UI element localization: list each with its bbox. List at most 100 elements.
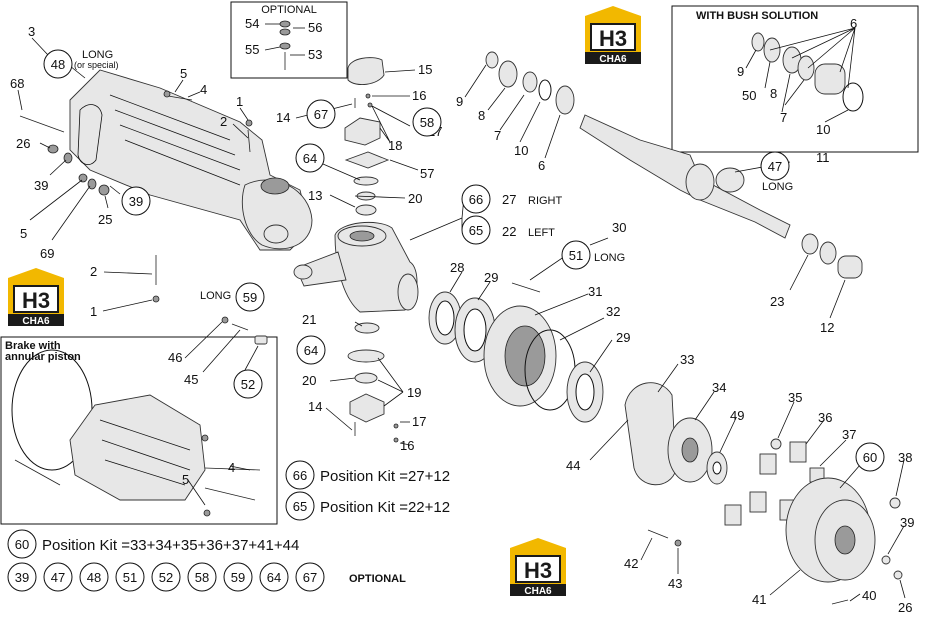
fitting-17-top: [367, 102, 373, 108]
circled-66-label: 66: [469, 192, 483, 207]
drive-shaft-11: [579, 114, 791, 239]
label-20-top: 20: [408, 191, 422, 206]
kit-66-text: Position Kit =27+12: [320, 468, 450, 485]
circled-59: [235, 282, 265, 312]
label-5-left: 5: [20, 226, 27, 241]
optional-circle-58-label: 58: [195, 570, 209, 585]
circled-48: [43, 49, 73, 79]
kit-66-number: 66: [293, 468, 307, 483]
label-39-right: 39: [900, 515, 914, 530]
plug-38: [889, 497, 901, 509]
label-53: 53: [308, 47, 322, 62]
label-33: 33: [680, 352, 694, 367]
label-29-left: 29: [484, 270, 498, 285]
circled-58-label: 58: [420, 115, 434, 130]
bush-seal-7: [797, 55, 815, 81]
seal-7: [522, 71, 538, 93]
label-35: 35: [788, 390, 802, 405]
seal-64-bottom: [347, 349, 385, 363]
cap-15: [347, 57, 385, 86]
brake-washer-5-a: [201, 434, 209, 442]
circled-67-label: 67: [314, 107, 328, 122]
washer-49-hole: [712, 461, 722, 475]
gear-36-e: [724, 504, 742, 526]
label-23: 23: [770, 294, 784, 309]
label-20-bottom: 20: [302, 373, 316, 388]
bush-solution-title: WITH BUSH SOLUTION: [696, 10, 818, 22]
fitting-16-bottom: [393, 437, 399, 443]
circled-59-label: 59: [243, 290, 257, 305]
optional-circle-59: [223, 562, 253, 592]
label-34: 34: [712, 380, 726, 395]
label-30: 30: [612, 220, 626, 235]
logo-left: H3 CHA6: [8, 268, 64, 327]
optional-row-label: OPTIONAL: [349, 573, 406, 585]
label-8-bush: 8: [770, 86, 777, 101]
hub-31-bore: [504, 325, 546, 387]
circled-39-label: 39: [129, 194, 143, 209]
label-26: 26: [16, 136, 30, 151]
label-16-top: 16: [412, 88, 426, 103]
label-27: 27: [502, 192, 516, 207]
label-2-bottom: 2: [90, 264, 97, 279]
logo-top: H3 CHA6: [585, 6, 641, 65]
oring-10: [538, 79, 552, 101]
plug-25: [98, 184, 110, 196]
washer-5: [163, 90, 171, 98]
label-69: 69: [40, 246, 54, 261]
brake-stud: [14, 459, 61, 486]
seal-23-b: [819, 241, 837, 265]
label-68: 68: [10, 76, 24, 91]
bearing-29-inner: [463, 308, 487, 352]
long-label-48: LONG: [82, 49, 113, 61]
washer-39: [63, 152, 73, 164]
gasket-57: [344, 151, 390, 169]
circled-64-bottom: [296, 335, 326, 365]
label-26-right: 26: [898, 600, 912, 615]
part-56: [279, 28, 291, 36]
label-57: 57: [420, 166, 434, 181]
brake-annular-piston-box: [0, 336, 278, 525]
optional-circle-52: [151, 562, 181, 592]
label-6-bush: 6: [850, 16, 857, 31]
label-39-left: 39: [34, 178, 48, 193]
circled-60: [855, 442, 885, 472]
kit-60-text: Position Kit =33+34+35+36+37+41+44: [42, 537, 299, 554]
right-label: RIGHT: [528, 195, 563, 207]
long-label-47: LONG: [762, 181, 793, 193]
label-7: 7: [494, 128, 501, 143]
label-10: 10: [514, 143, 528, 158]
cover-19: [349, 393, 385, 423]
optional-circle-51: [115, 562, 145, 592]
label-18: 18: [388, 138, 402, 153]
cover-18: [344, 117, 381, 146]
washer-35: [770, 438, 782, 450]
optional-circle-64-label: 64: [267, 570, 281, 585]
circled-66: [461, 184, 491, 214]
label-54: 54: [245, 16, 259, 31]
label-1-top: 1: [236, 94, 243, 109]
circled-58: [412, 107, 442, 137]
circled-67: [306, 99, 336, 129]
label-43: 43: [668, 576, 682, 591]
label-12: 12: [820, 320, 834, 335]
kit-60-number: 60: [15, 537, 29, 552]
label-50: 50: [742, 88, 756, 103]
carrier-41-center: [834, 525, 856, 555]
optional-box: [230, 1, 348, 79]
logo-left-sub: CHA6: [22, 316, 50, 327]
optional-circle-67-label: 67: [303, 570, 317, 585]
bearing-29-outer-inner: [575, 373, 595, 411]
label-36: 36: [818, 410, 832, 425]
bearing-8: [498, 60, 518, 88]
kit-60-circle: [7, 529, 37, 559]
or-special-label: (or special): [74, 60, 119, 70]
circled-51: [561, 240, 591, 270]
circled-52: [233, 369, 263, 399]
logo-bottom-main: H3: [524, 558, 552, 583]
plug-26: [47, 144, 59, 154]
optional-circle-48: [79, 562, 109, 592]
ring-gear-44: [624, 382, 677, 486]
long-label-51: LONG: [594, 252, 625, 264]
